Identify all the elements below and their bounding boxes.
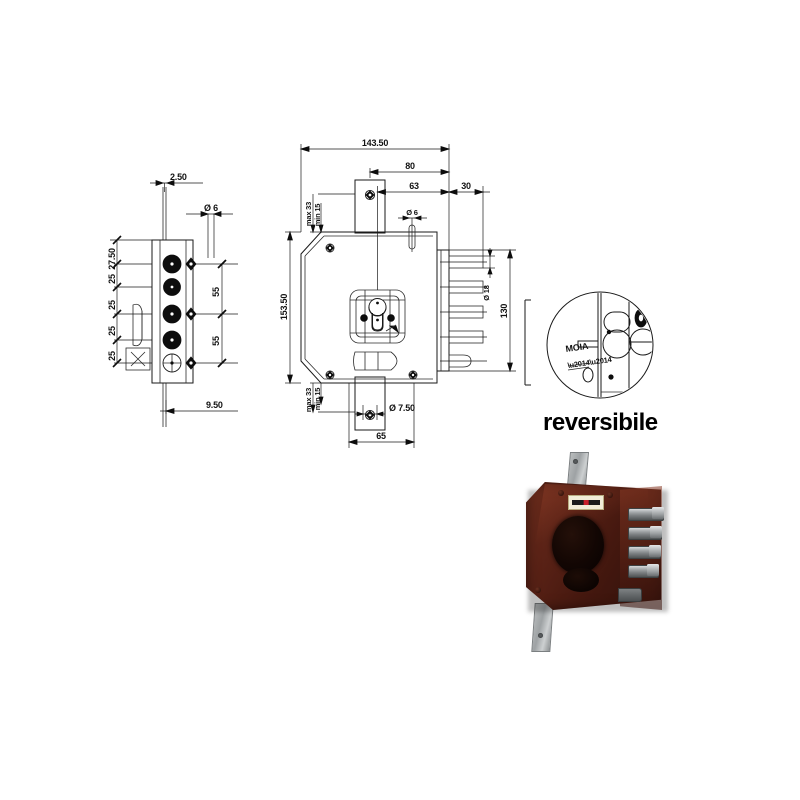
product-photograph [500, 450, 700, 660]
dim-label-max-33-top: max 33 [304, 202, 313, 226]
dim-label-dia-7-50: Ø 7.50 [389, 403, 415, 413]
dimension-153-50 [285, 230, 301, 385]
side-view-latch [162, 353, 182, 373]
photo-bolt-2-cap [650, 526, 662, 538]
dim-label-25-b: 25 [107, 300, 117, 310]
side-view-bolt-heads [162, 254, 182, 350]
dimension-55-pair [196, 259, 238, 368]
dimension-dia-6-front [398, 215, 427, 221]
reversibile-caption: reversibile [543, 409, 658, 436]
photo-bolt-1-cap [652, 507, 664, 519]
dim-label-130: 130 [499, 304, 509, 319]
photo-brand-label [568, 495, 604, 510]
photo-screw-bottom-left [535, 587, 541, 593]
photo-bolt-4-cap [647, 564, 659, 576]
dim-label-dia-6-side: Ø 6 [204, 203, 218, 213]
reversible-detail-view: MOIA \u2014\u2014 [524, 291, 654, 399]
dimension-9-50 [160, 400, 238, 414]
dimension-143-50 [299, 144, 451, 250]
photo-top-plate-hole [573, 459, 578, 464]
dimension-130 [449, 248, 516, 373]
dim-label-80: 80 [405, 161, 415, 171]
photo-bolt-3-cap [649, 545, 661, 557]
dim-label-55-upper: 55 [211, 287, 221, 297]
dim-label-55-lower: 55 [211, 336, 221, 346]
photo-screw-top-left [558, 490, 564, 496]
photo-bottom-plate-hole [538, 633, 543, 638]
dim-label-63: 63 [409, 181, 419, 191]
bottom-mounting-plate [354, 376, 386, 431]
dimension-chain-left [110, 235, 152, 368]
latch-nose [353, 351, 398, 371]
top-mounting-plate [354, 179, 386, 234]
dimension-dia-18 [483, 248, 495, 278]
dim-label-dia-18: Ø 18 [482, 285, 491, 300]
detail-logo-text: MOIA [565, 341, 590, 354]
dim-label-25-a: 25 [107, 274, 117, 284]
dim-label-25-d: 25 [107, 351, 117, 361]
dim-label-143-50: 143.50 [362, 138, 389, 148]
dimension-plate-top [310, 193, 355, 234]
dim-label-min-15-bottom: min 15 [313, 388, 322, 411]
side-view-screw-marks [185, 257, 197, 370]
side-elevation-view: 2.50 Ø 6 [107, 172, 238, 427]
throw-bolts [440, 255, 487, 368]
dim-label-65: 65 [376, 431, 386, 441]
bolt-faceplate [436, 249, 450, 372]
dim-label-max-33-bottom: max 33 [304, 388, 313, 412]
dim-label-25-c: 25 [107, 326, 117, 336]
dim-label-2-50: 2.50 [170, 172, 187, 182]
dimension-63 [376, 186, 451, 290]
photo-secondary-opening [563, 568, 599, 592]
pin-slot-dia-6 [408, 218, 416, 252]
cylinder-housing [349, 289, 406, 344]
dim-label-153-50: 153.50 [279, 294, 289, 321]
dimension-dia-6 [186, 211, 233, 258]
front-plan-view: 143.50 80 63 [279, 138, 516, 448]
dimension-plate-bottom [310, 382, 355, 414]
dim-label-30: 30 [461, 181, 471, 191]
dimension-30 [447, 186, 490, 256]
photo-brand-mark [572, 499, 600, 506]
photo-latch [618, 588, 642, 602]
body-fixing-screws [325, 243, 418, 380]
detail-logo-sub: \u2014\u2014 [567, 355, 613, 370]
dim-label-min-15-top: min 15 [313, 204, 322, 227]
dim-label-dia-6-front: Ø 6 [406, 208, 418, 217]
dimension-80 [368, 168, 451, 178]
dimension-65 [347, 383, 416, 448]
dimension-2-50 [150, 180, 203, 192]
dimension-dia-7-50 [355, 405, 385, 420]
photo-cylinder-opening [552, 516, 604, 574]
dim-label-9-50: 9.50 [206, 400, 223, 410]
dim-label-27-50: 27.50 [107, 248, 117, 270]
photo-screw-top-right [607, 492, 613, 498]
